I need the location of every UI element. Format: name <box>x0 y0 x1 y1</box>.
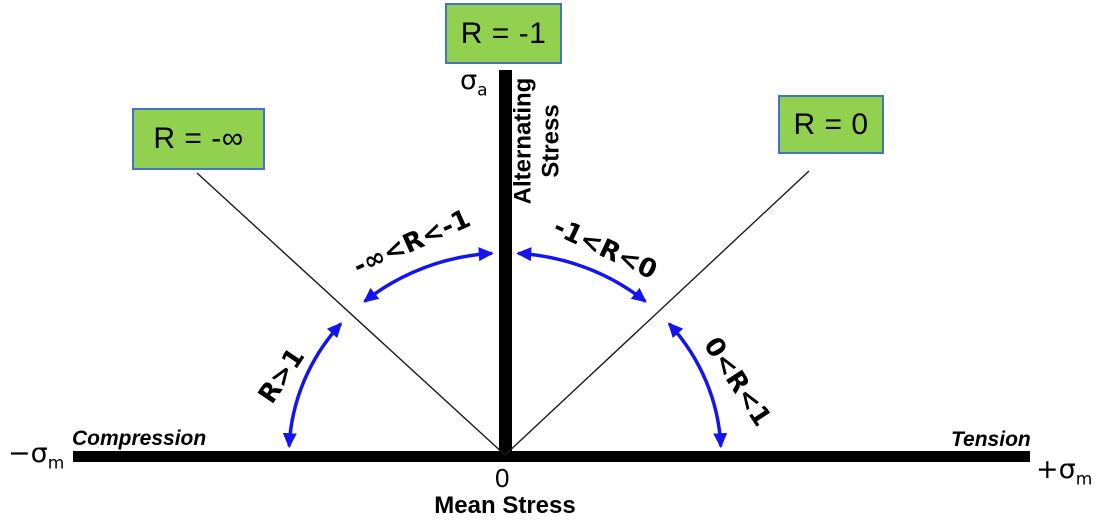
sigma-a-main: σ <box>460 65 478 96</box>
pos-sigma-m-main: +σ <box>1036 454 1076 485</box>
neg-sigma-m-sub: m <box>47 453 65 474</box>
callout-r-equals-neg-infinity: R = -∞ <box>132 108 265 170</box>
alternating-stress-title: Alternating Stress <box>509 78 564 205</box>
mean-stress-axis <box>73 451 1030 462</box>
origin-zero-label: 0 <box>495 463 510 493</box>
arc-segment-neg-inf-to-neg1 <box>363 247 494 303</box>
r-neg-infinity-line <box>196 172 506 456</box>
alternating-stress-title-line1: Alternating <box>509 77 537 205</box>
arc-segment-neg1-to-0 <box>516 247 647 303</box>
r-zero-line <box>504 170 810 456</box>
alternating-stress-axis <box>499 70 512 462</box>
sigma-a-symbol: σa <box>460 67 488 99</box>
tension-label: Tension <box>951 428 1031 451</box>
pos-sigma-m-symbol: +σm <box>1036 456 1092 488</box>
sigma-a-sub: a <box>477 80 488 101</box>
arc-segment-0-to-1 <box>667 322 728 449</box>
pos-sigma-m-sub: m <box>1075 469 1093 490</box>
neg-sigma-m-symbol: −σm <box>8 440 64 472</box>
callout-r-equals-neg1-label: R = -1 <box>460 16 547 50</box>
alternating-stress-title-line2: Stress <box>537 104 564 178</box>
neg-sigma-m-main: −σ <box>8 438 48 469</box>
callout-r-equals-neg1: R = -1 <box>445 3 562 64</box>
mean-stress-title: Mean Stress <box>434 492 576 519</box>
compression-label: Compression <box>72 427 207 450</box>
callout-r-equals-0: R = 0 <box>778 95 884 154</box>
callout-r-equals-neg-infinity-label: R = -∞ <box>153 122 244 155</box>
arc-segment-r-gt-1 <box>282 322 343 449</box>
callout-r-equals-0-label: R = 0 <box>793 107 869 141</box>
